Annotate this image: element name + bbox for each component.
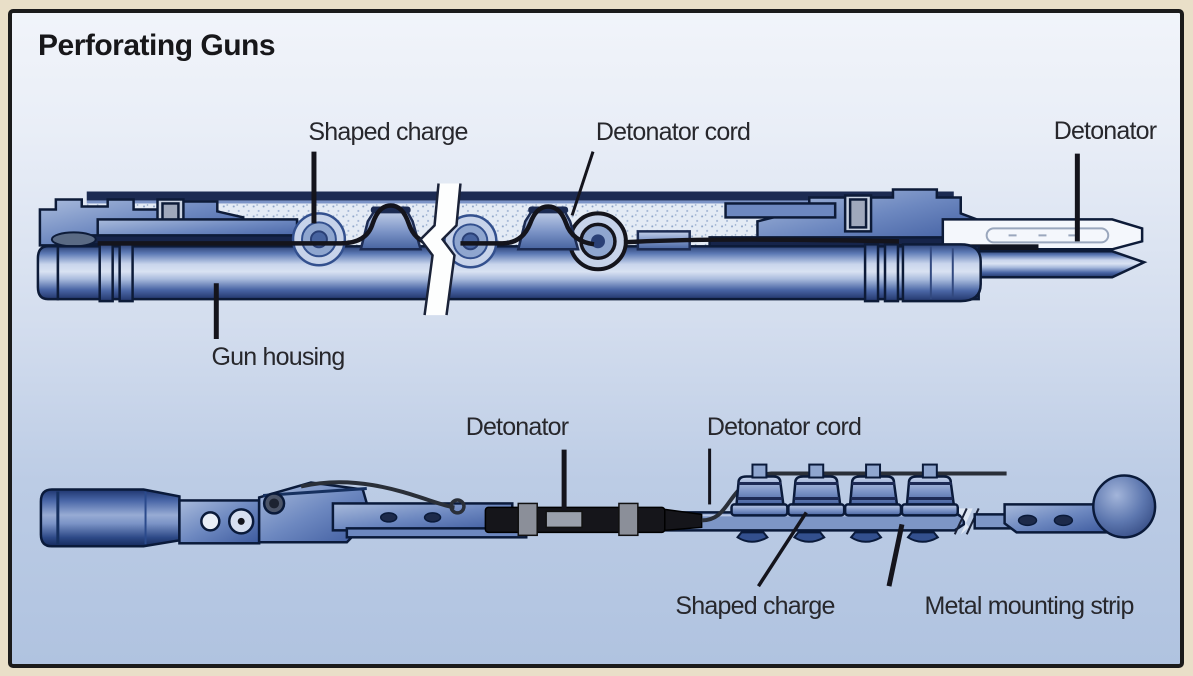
perforating-guns-illustration [36,151,1157,588]
nose-cylinder [975,250,1148,279]
shaped-charge-circle-1 [291,212,347,267]
detonator-capsule [985,227,1110,244]
carrier-top-wall [86,191,954,201]
gun-housing [36,243,982,303]
strip-shaped-charges [730,463,960,543]
break-symbol [418,183,462,316]
label-bottom-detonator: Detonator [465,413,569,441]
strip-gun-head [39,488,181,548]
bottom-gun-strip [39,448,1157,588]
strip-gun-end-ball [1092,474,1157,539]
strip-gun-clevis [178,499,261,545]
strip-shaped-charge-3 [843,463,903,543]
label-metal-mounting-strip: Metal mounting strip [924,592,1134,620]
top-gun-carrier [36,151,1148,339]
leader-bottom-shaped-charge [756,511,808,588]
label-top-detonator: Detonator [1053,117,1157,145]
strip-shaped-charge-2 [787,463,846,543]
label-top-shaped-charge: Shaped charge [308,118,468,146]
label-gun-housing: Gun housing [211,343,346,371]
diagram-title: Perforating Guns [38,29,276,62]
strip-gun-rail [331,502,528,539]
label-bottom-detonator-cord: Detonator cord [706,413,862,441]
diagram-frame: Perforating Guns Shaped charge Detonator… [8,9,1184,668]
carrier-top-highlight [86,200,954,204]
detonator-cord-top [97,203,900,247]
leader-metal-mounting-strip [886,523,905,587]
label-bottom-shaped-charge: Shaped charge [675,592,835,620]
label-top-detonator-cord: Detonator cord [595,118,751,146]
leader-top-detonator-cord [570,151,595,216]
strip-shaped-charge-4 [900,463,960,543]
strip-gun-detonator [300,480,703,537]
